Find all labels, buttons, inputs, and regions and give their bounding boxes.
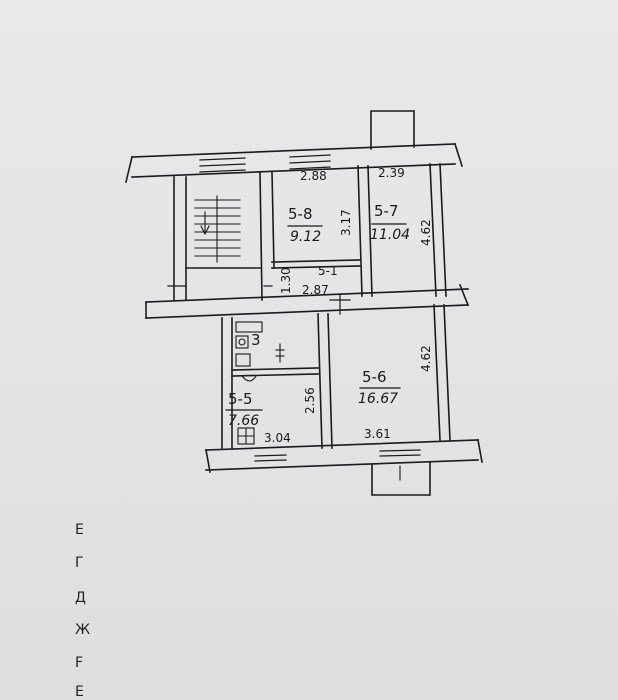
margin-mark-3: Д <box>75 590 86 606</box>
top-balcony <box>370 110 415 150</box>
margin-mark-1: Е <box>75 522 84 538</box>
bathroom-fixtures <box>235 321 285 367</box>
upper-partitions <box>271 163 447 297</box>
stairwell <box>173 171 275 301</box>
room-5-5-id: 5-5 <box>228 390 253 408</box>
room-3-id: 3 <box>251 331 261 349</box>
margin-mark-6: Е <box>75 684 84 700</box>
room-5-1-area: 2.87 <box>302 283 329 297</box>
margin-mark-2: Г <box>75 555 84 571</box>
lower-partitions <box>221 304 451 449</box>
bottom-balcony <box>371 461 431 496</box>
dim-hall-side: 1.30 <box>279 267 293 294</box>
bottom-window-marks <box>254 449 421 462</box>
dim-bottom-width: 3.61 <box>364 427 391 441</box>
dim-room57-side: 4.62 <box>419 219 433 246</box>
middle-wall <box>145 283 470 319</box>
dim-top-right: 2.39 <box>378 166 405 180</box>
room-5-5-area: 7.66 <box>228 413 260 429</box>
top-outer-wall <box>125 142 464 183</box>
kitchen-stove <box>237 375 257 445</box>
dim-top-left: 2.88 <box>300 169 327 183</box>
room-5-1-id: 5-1 <box>318 264 338 278</box>
top-window-marks <box>199 154 331 173</box>
room-5-7-area: 11.04 <box>370 227 411 243</box>
dim-kitchen-width: 3.04 <box>264 431 291 445</box>
margin-mark-4: Ж <box>75 622 91 638</box>
dim-room58-side: 3.17 <box>339 209 353 236</box>
dim-room56-side: 4.62 <box>419 345 433 372</box>
dim-room55-side: 2.56 <box>303 387 317 414</box>
room-5-6-id: 5-6 <box>362 368 387 386</box>
bottom-outer-wall <box>205 439 483 473</box>
room-5-8-id: 5-8 <box>288 205 313 223</box>
room-5-6-area: 16.67 <box>358 391 399 407</box>
room-5-7-id: 5-7 <box>374 202 399 220</box>
margin-mark-5: F <box>75 655 84 671</box>
room-5-8-area: 9.12 <box>290 229 322 245</box>
